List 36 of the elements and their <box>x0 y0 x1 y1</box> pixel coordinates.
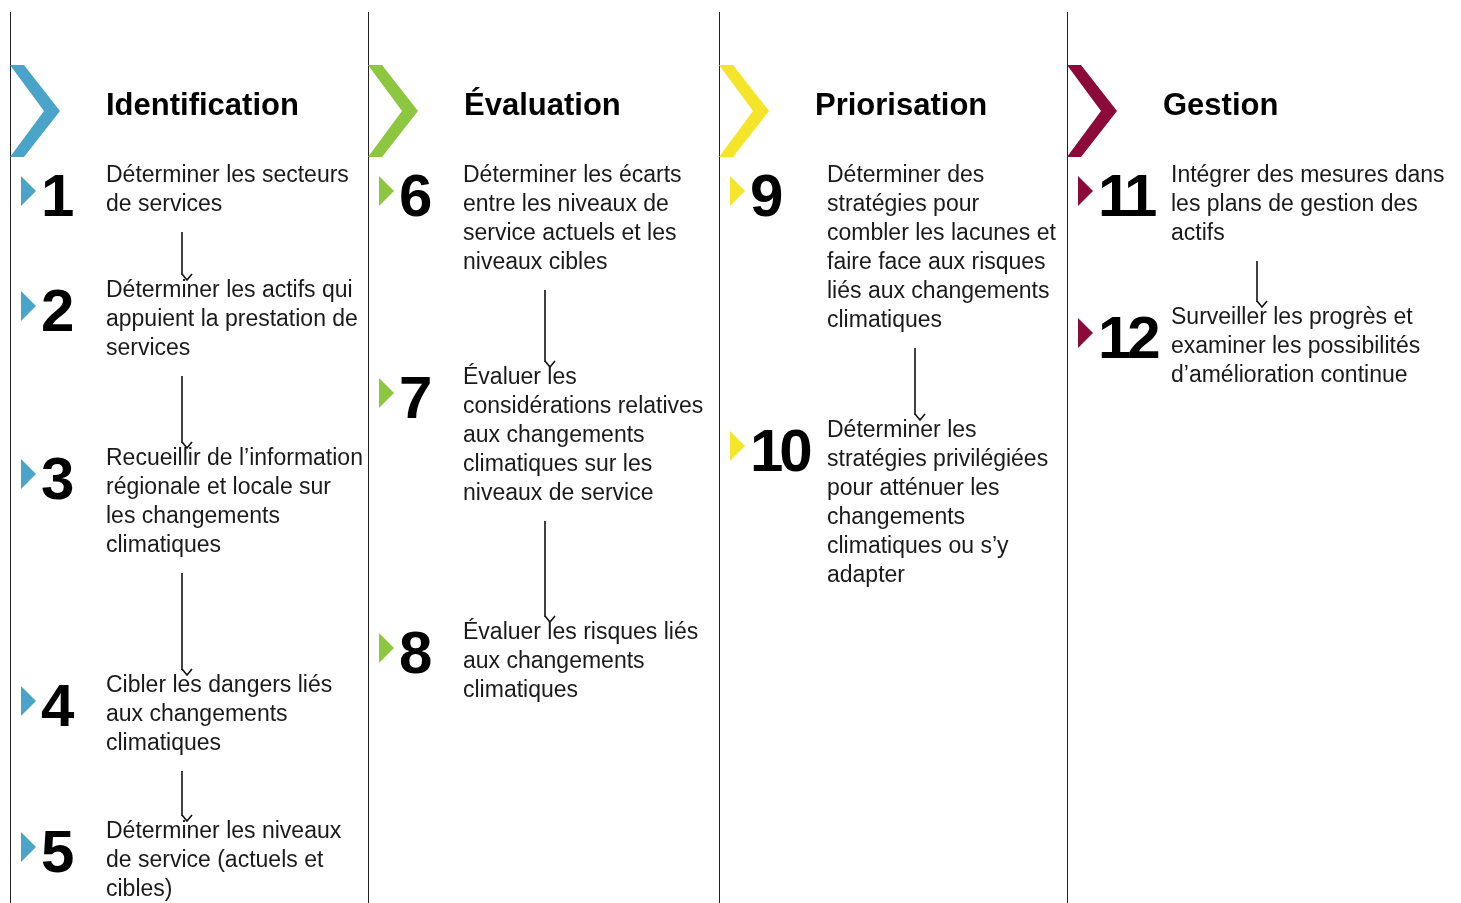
step-number: 11 <box>1098 166 1154 226</box>
arrow <box>181 770 193 822</box>
step-number: 10 <box>750 421 809 481</box>
arrow <box>181 231 193 281</box>
step-description: Évaluer les considérations relatives aux changements climatiques sur les niveaux de service <box>463 362 705 507</box>
column-title: Identification <box>106 89 299 120</box>
arrow <box>1256 260 1268 308</box>
step-number: 12 <box>1098 308 1157 368</box>
column-title: Gestion <box>1163 89 1279 120</box>
column-title: Priorisation <box>815 89 988 120</box>
step-description: Évaluer les risques liés aux changements climatiques <box>463 617 700 704</box>
step-number: 4 <box>41 676 71 736</box>
arrow <box>181 572 193 676</box>
arrow <box>544 289 556 368</box>
step-description: Surveiller les progrès et examiner les possibilités d’amélioration continue <box>1171 302 1422 389</box>
step-number: 8 <box>399 623 429 683</box>
step-number: 7 <box>399 368 429 428</box>
step-description: Intégrer des mesures dans les plans de gestion des actifs <box>1171 160 1446 247</box>
step-description: Déterminer les écarts entre les niveaux de service actuels et les niveaux cibles <box>463 160 683 276</box>
arrow <box>544 520 556 623</box>
step-number: 6 <box>399 166 429 226</box>
step-description: Cibler les dangers liés aux changements climatiques <box>106 670 334 757</box>
step-description: Déterminer des stratégies pour combler les lacunes et faire face aux risques liés aux changements climatiques <box>827 160 1057 334</box>
step-description: Recueillir de l’information régionale et locale sur les changements climatiques <box>106 443 364 559</box>
step-number: 5 <box>41 822 71 882</box>
arrow <box>914 347 926 421</box>
step-number: 3 <box>41 449 71 509</box>
step-description: Déterminer les actifs qui appuient la prestation de services <box>106 275 359 362</box>
step-description: Déterminer les niveaux de service (actuels et cibles) <box>106 816 343 903</box>
arrow <box>181 375 193 449</box>
step-number: 2 <box>41 281 71 341</box>
step-number: 9 <box>750 166 780 226</box>
step-description: Déterminer les stratégies privilégiées pour atténuer les changements climatiques ou s’y adapter <box>827 415 1050 589</box>
step-description: Déterminer les secteurs de services <box>106 160 350 218</box>
column-title: Évaluation <box>464 89 621 120</box>
step-number: 1 <box>41 166 71 226</box>
